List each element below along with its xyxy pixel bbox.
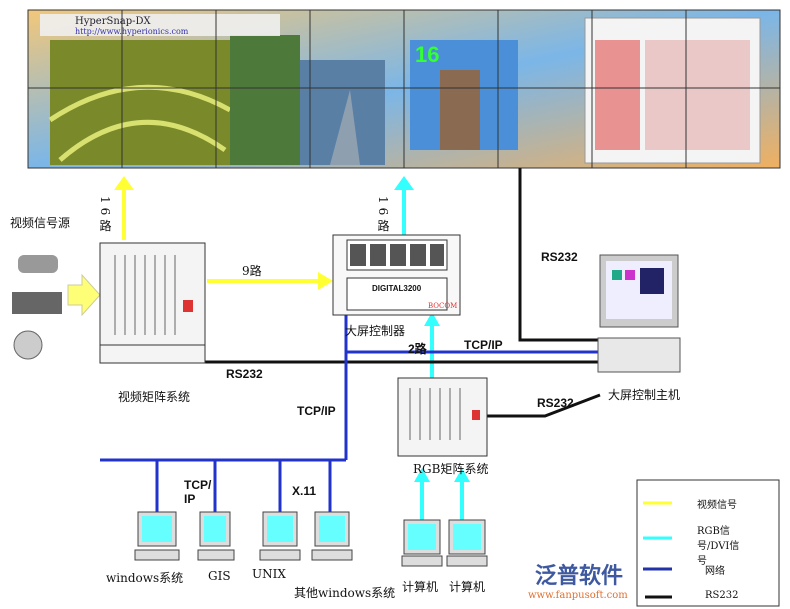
yellow-arrow-right-icon [318,272,333,290]
controller-model: DIGITAL3200 [372,284,422,293]
mountain-image [230,35,300,165]
x11-label: X.11 [292,484,317,498]
host-label: 大屏控制主机 [608,388,681,402]
cyan-arrow-up-icon [454,468,470,482]
video-source-label: 视频信号源 [10,216,71,230]
video-wall [27,9,781,169]
yellow-16-label: 16路 [98,196,112,236]
wall-overlay-title: HyperSnap-DX [75,16,151,27]
legend-box [636,479,780,607]
wall-overlay-url: http://www.hyperionics.com [75,27,189,36]
rs232-lines [205,168,601,418]
computer-label: 计算机 [402,580,439,594]
nine-way-label: 9路 [242,264,262,278]
controller-label: 大屏控制器 [345,324,406,338]
two-way-label: 2路 [408,342,427,356]
wall-channel-number: 16 [415,42,440,67]
video-matrix-device [99,242,206,364]
tcpip-top-label: TCP/IP [464,338,503,352]
watermark-url: www.fanpusoft.com [528,590,628,601]
camera-icons [12,255,62,360]
tcpip-bottom-label: TCP/IP [184,478,212,506]
rs232-right-label: RS232 [537,396,574,410]
controller-brand: BOCOM [428,302,458,310]
cyan-16-label: 16路 [376,196,390,236]
rs232-left-label: RS232 [226,367,263,381]
legend-rgb: RGB信号/DVI信号 [697,526,740,567]
computer-label: 计算机 [449,580,486,594]
computer-label: windows系统 [106,571,184,585]
cyan-arrow-up-icon [394,176,414,190]
cyan-arrow-up-icon [424,312,440,326]
legend-video: 视频信号 [697,500,737,511]
computer-label: GIS [208,569,231,583]
rgb-matrix-device [397,377,488,457]
computer-label: 其他windows系统 [294,586,396,600]
tcpip-mid-label: TCP/IP [297,404,336,418]
watermark-logo: 泛普软件 [535,564,624,589]
yellow-arrow-up-icon [114,176,134,190]
control-host-computer [597,254,681,373]
big-yellow-arrow-icon [67,273,101,317]
legend-rs232: RS232 [705,590,739,601]
network-lines [100,315,600,512]
computer-label: UNIX [252,567,286,581]
screen-controller-device [332,234,461,316]
rgb-matrix-label: RGB矩阵系统 [413,462,489,476]
video-matrix-label: 视频矩阵系统 [118,390,191,404]
rs232-top-label: RS232 [541,250,578,264]
cyan-arrow-up-icon [414,468,430,482]
legend-network: 网络 [705,566,725,577]
